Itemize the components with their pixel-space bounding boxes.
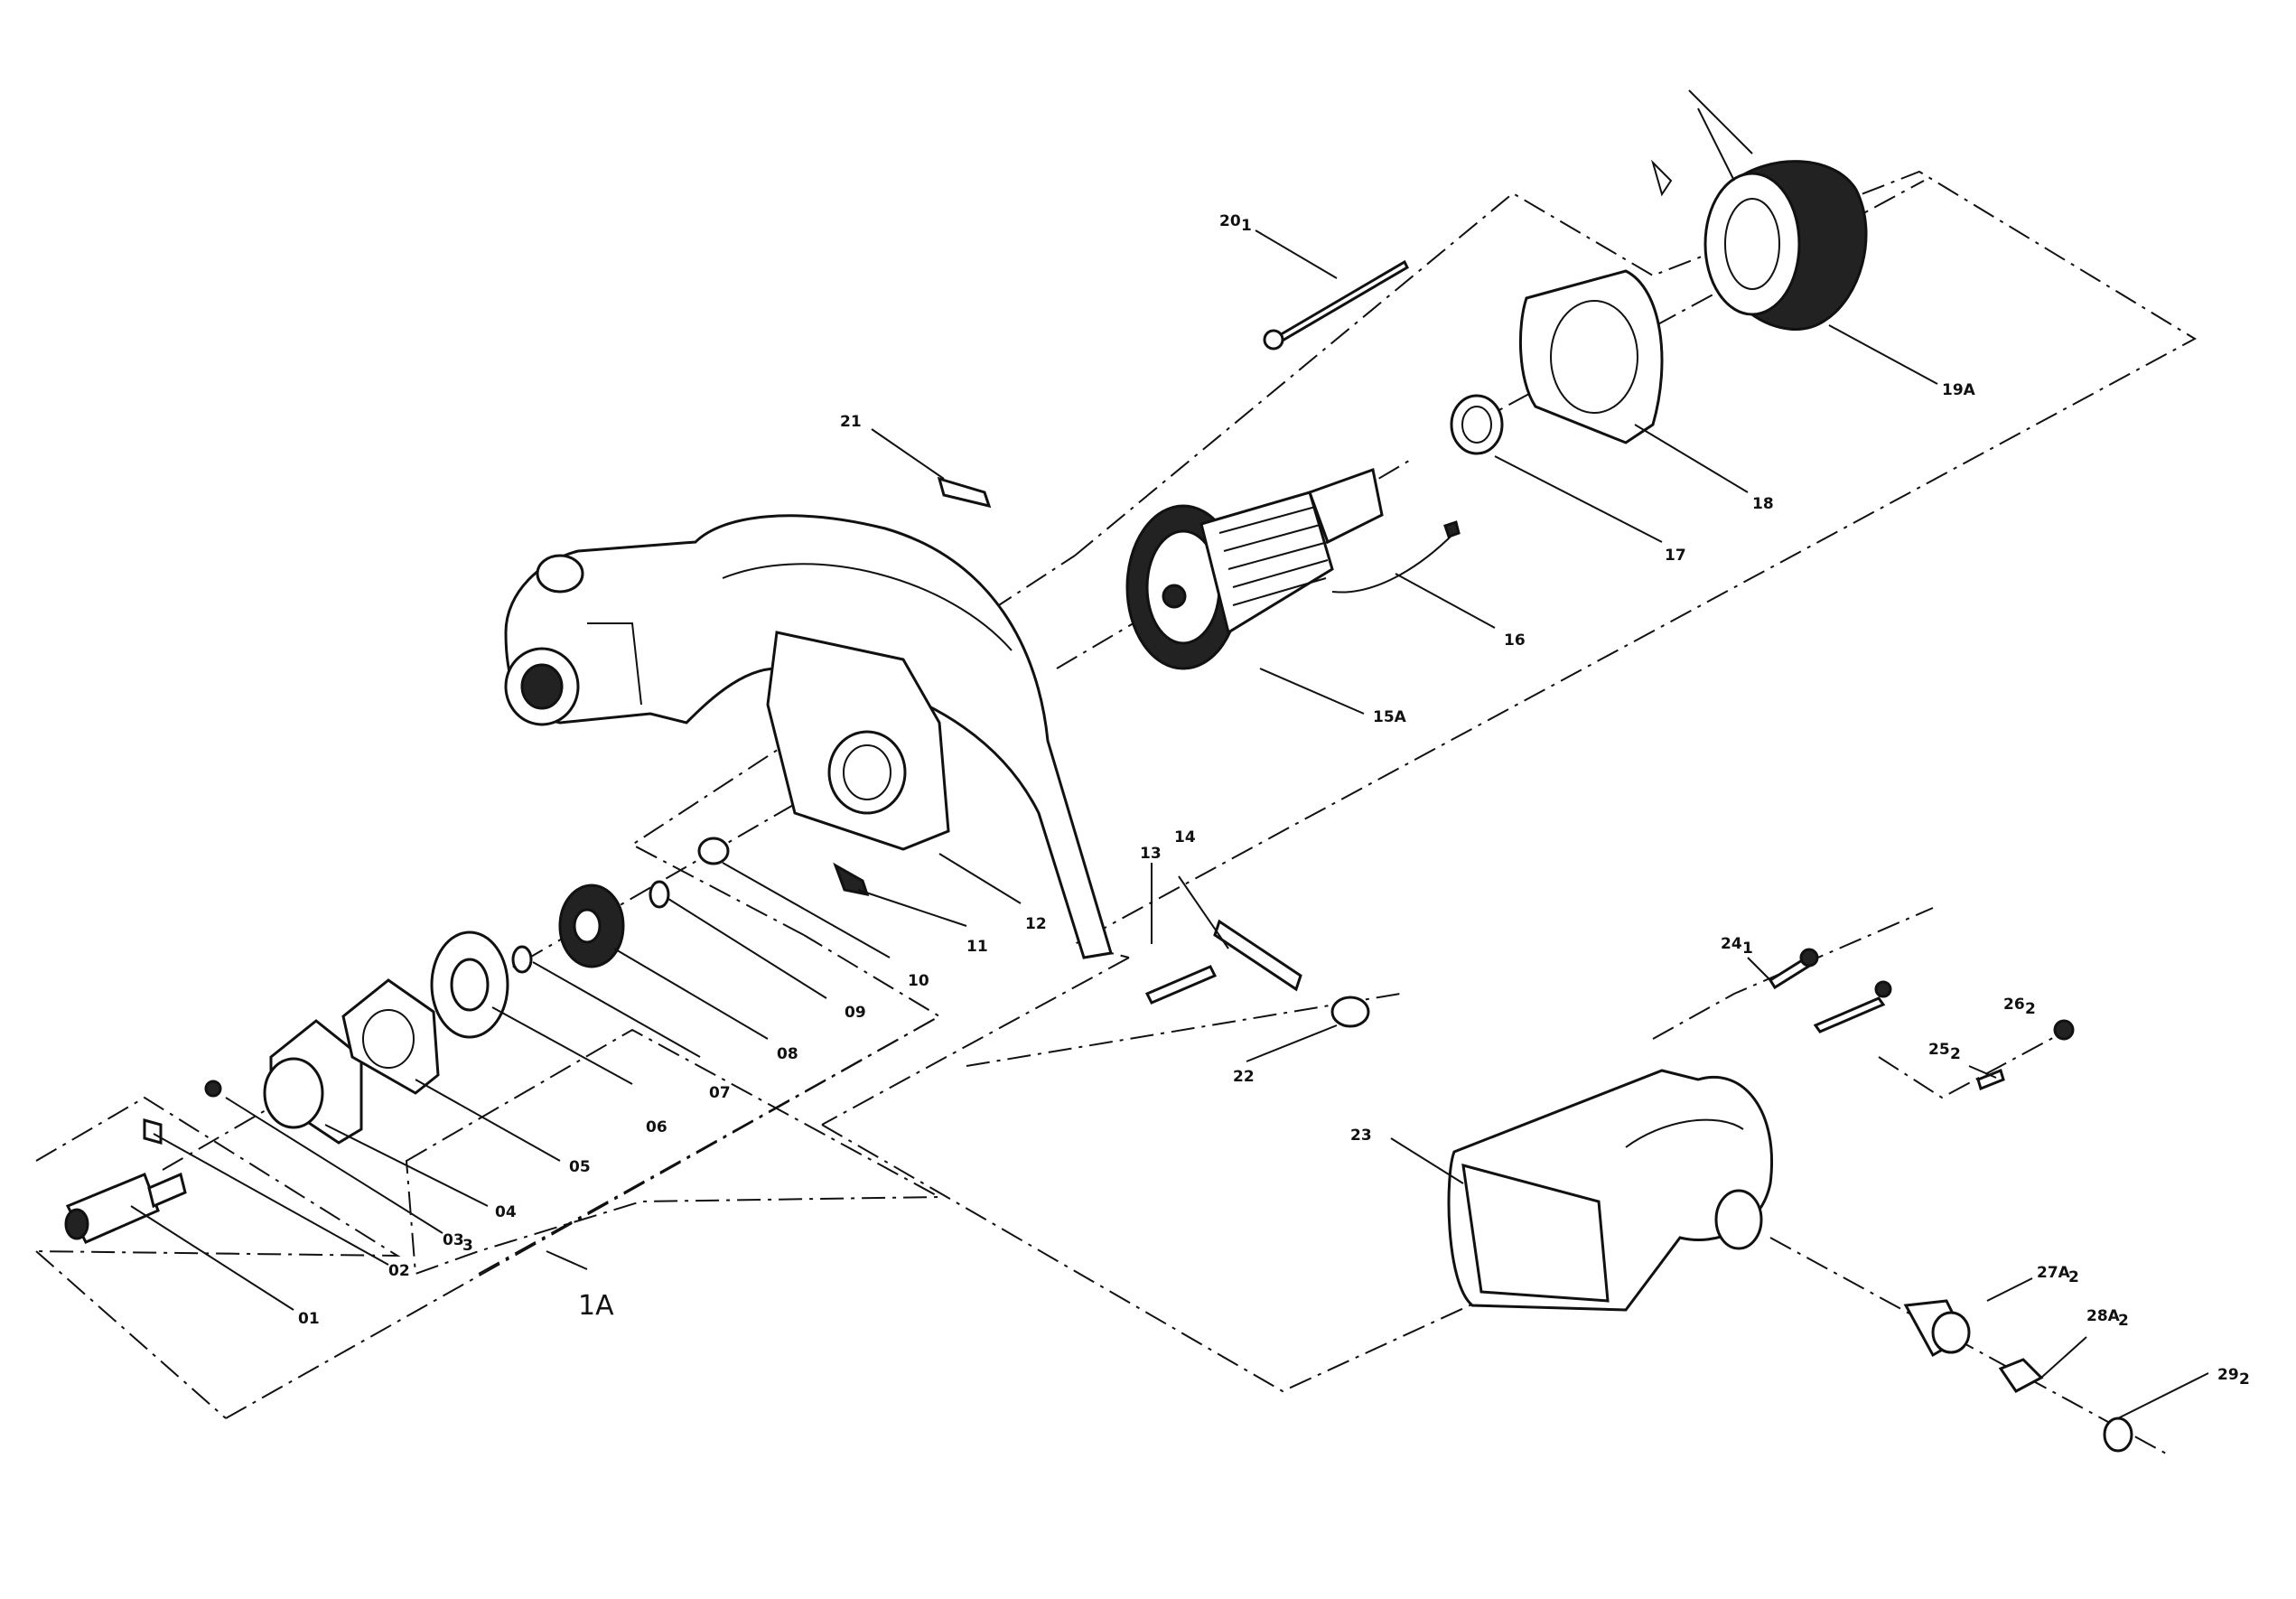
leader-lines: [130, 229, 2209, 1419]
label-20: 20: [1219, 212, 1241, 230]
label-29: 29: [2217, 1366, 2239, 1384]
label-12: 12: [1025, 915, 1047, 933]
label-04: 04: [495, 1203, 517, 1221]
label-27A-sub: 2: [2068, 1268, 2079, 1286]
label-24-sub: 1: [1742, 940, 1753, 958]
group-boundary-lines: [35, 170, 2198, 1455]
brush-wire-16: [1331, 520, 1461, 594]
field-coil: [1650, 89, 1868, 331]
label-28A: 28A: [2086, 1307, 2121, 1325]
label-25: 25: [1928, 1041, 1950, 1059]
label-09: 09: [845, 1004, 866, 1022]
label-07: 07: [709, 1084, 731, 1102]
small-fasteners: [1768, 948, 2133, 1453]
part-21: [937, 476, 992, 509]
label-03: 03: [443, 1231, 464, 1249]
label-15A: 15A: [1373, 708, 1407, 726]
label-14: 14: [1174, 828, 1196, 846]
group-label-1A: 1A: [578, 1290, 614, 1322]
label-08: 08: [777, 1045, 798, 1063]
armature: [1125, 468, 1384, 670]
label-16: 16: [1504, 631, 1526, 650]
label-18: 18: [1752, 495, 1774, 513]
baffle-ring: [1518, 269, 1664, 444]
label-03-sub: 3: [462, 1237, 473, 1255]
label-28A-sub: 2: [2118, 1312, 2129, 1330]
motor-housing-23: [1447, 1069, 1773, 1312]
label-05: 05: [569, 1158, 591, 1176]
label-25-sub: 2: [1950, 1045, 1961, 1063]
label-22: 22: [1233, 1068, 1255, 1086]
label-26-sub: 2: [2025, 1000, 2036, 1018]
part-labels: 01 02 03 3 04 05 06 07 08 09 10 11 12 13…: [298, 212, 2250, 1389]
label-21: 21: [840, 413, 862, 431]
label-29-sub: 2: [2239, 1370, 2250, 1389]
label-20-sub: 1: [1241, 217, 1252, 235]
label-10: 10: [908, 972, 929, 990]
label-19A: 19A: [1942, 381, 1976, 399]
label-02: 02: [388, 1262, 410, 1280]
label-23: 23: [1350, 1127, 1372, 1145]
label-06: 06: [646, 1118, 667, 1136]
pins-13-14-22: [1144, 919, 1370, 1028]
label-27A: 27A: [2037, 1264, 2071, 1282]
bearing-17: [1450, 394, 1504, 455]
label-26: 26: [2003, 996, 2025, 1014]
label-01: 01: [298, 1310, 320, 1328]
label-17: 17: [1665, 547, 1686, 565]
label-11: 11: [966, 938, 988, 956]
screw-20: [1263, 259, 1409, 351]
blade-guard-housing: [504, 514, 1113, 959]
bearing-cover-parts: [64, 837, 870, 1244]
label-13: 13: [1140, 845, 1162, 863]
label-24: 24: [1721, 935, 1742, 953]
